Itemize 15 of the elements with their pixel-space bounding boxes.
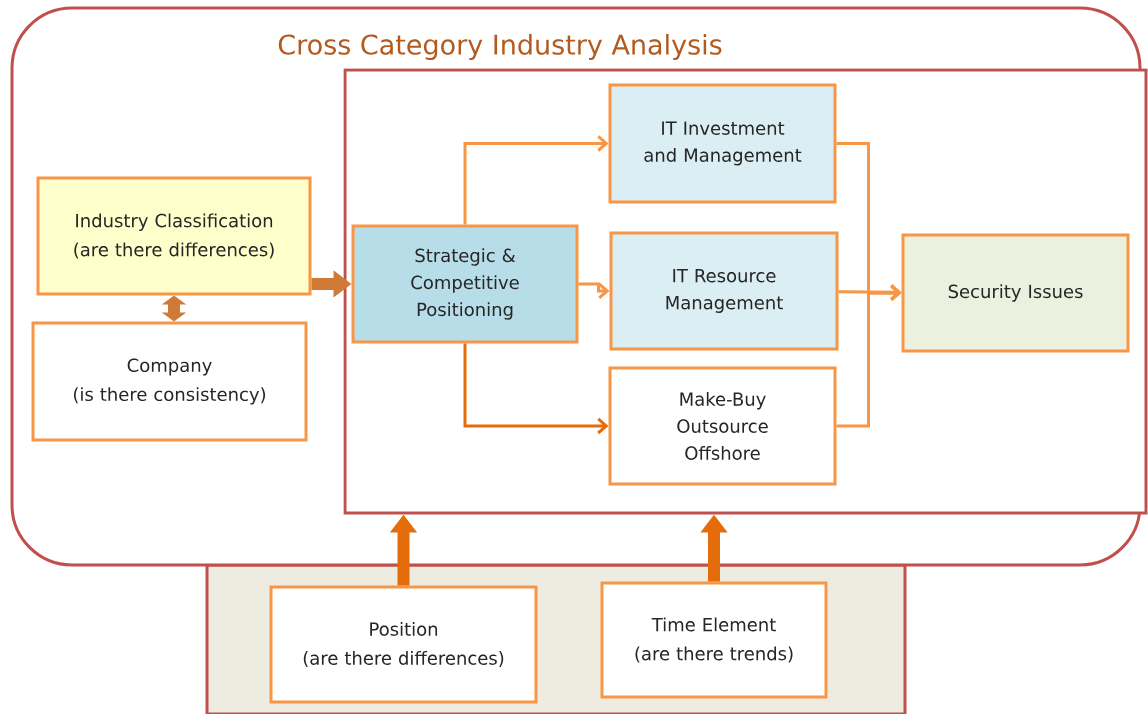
process-box: Security Issues	[901, 233, 1130, 353]
arrow	[578, 282, 610, 300]
process-box: Position (are there differences)	[269, 585, 538, 704]
process-box: Industry Classification (are there differences)	[36, 176, 312, 296]
arrow	[463, 343, 609, 435]
arrow	[836, 284, 902, 428]
process-box: Company (is there consistency)	[31, 321, 308, 442]
process-box: IT Investment and Management	[608, 83, 837, 204]
process-box: Strategic & Competitive Positioning	[351, 224, 579, 344]
arrow	[161, 295, 187, 322]
arrow	[838, 284, 902, 301]
process-box: IT Resource Management	[609, 231, 839, 351]
arrow	[463, 135, 609, 225]
process-box: Make-Buy Outsource Offshore	[608, 366, 837, 486]
process-box: Time Element (are there trends)	[600, 581, 828, 699]
